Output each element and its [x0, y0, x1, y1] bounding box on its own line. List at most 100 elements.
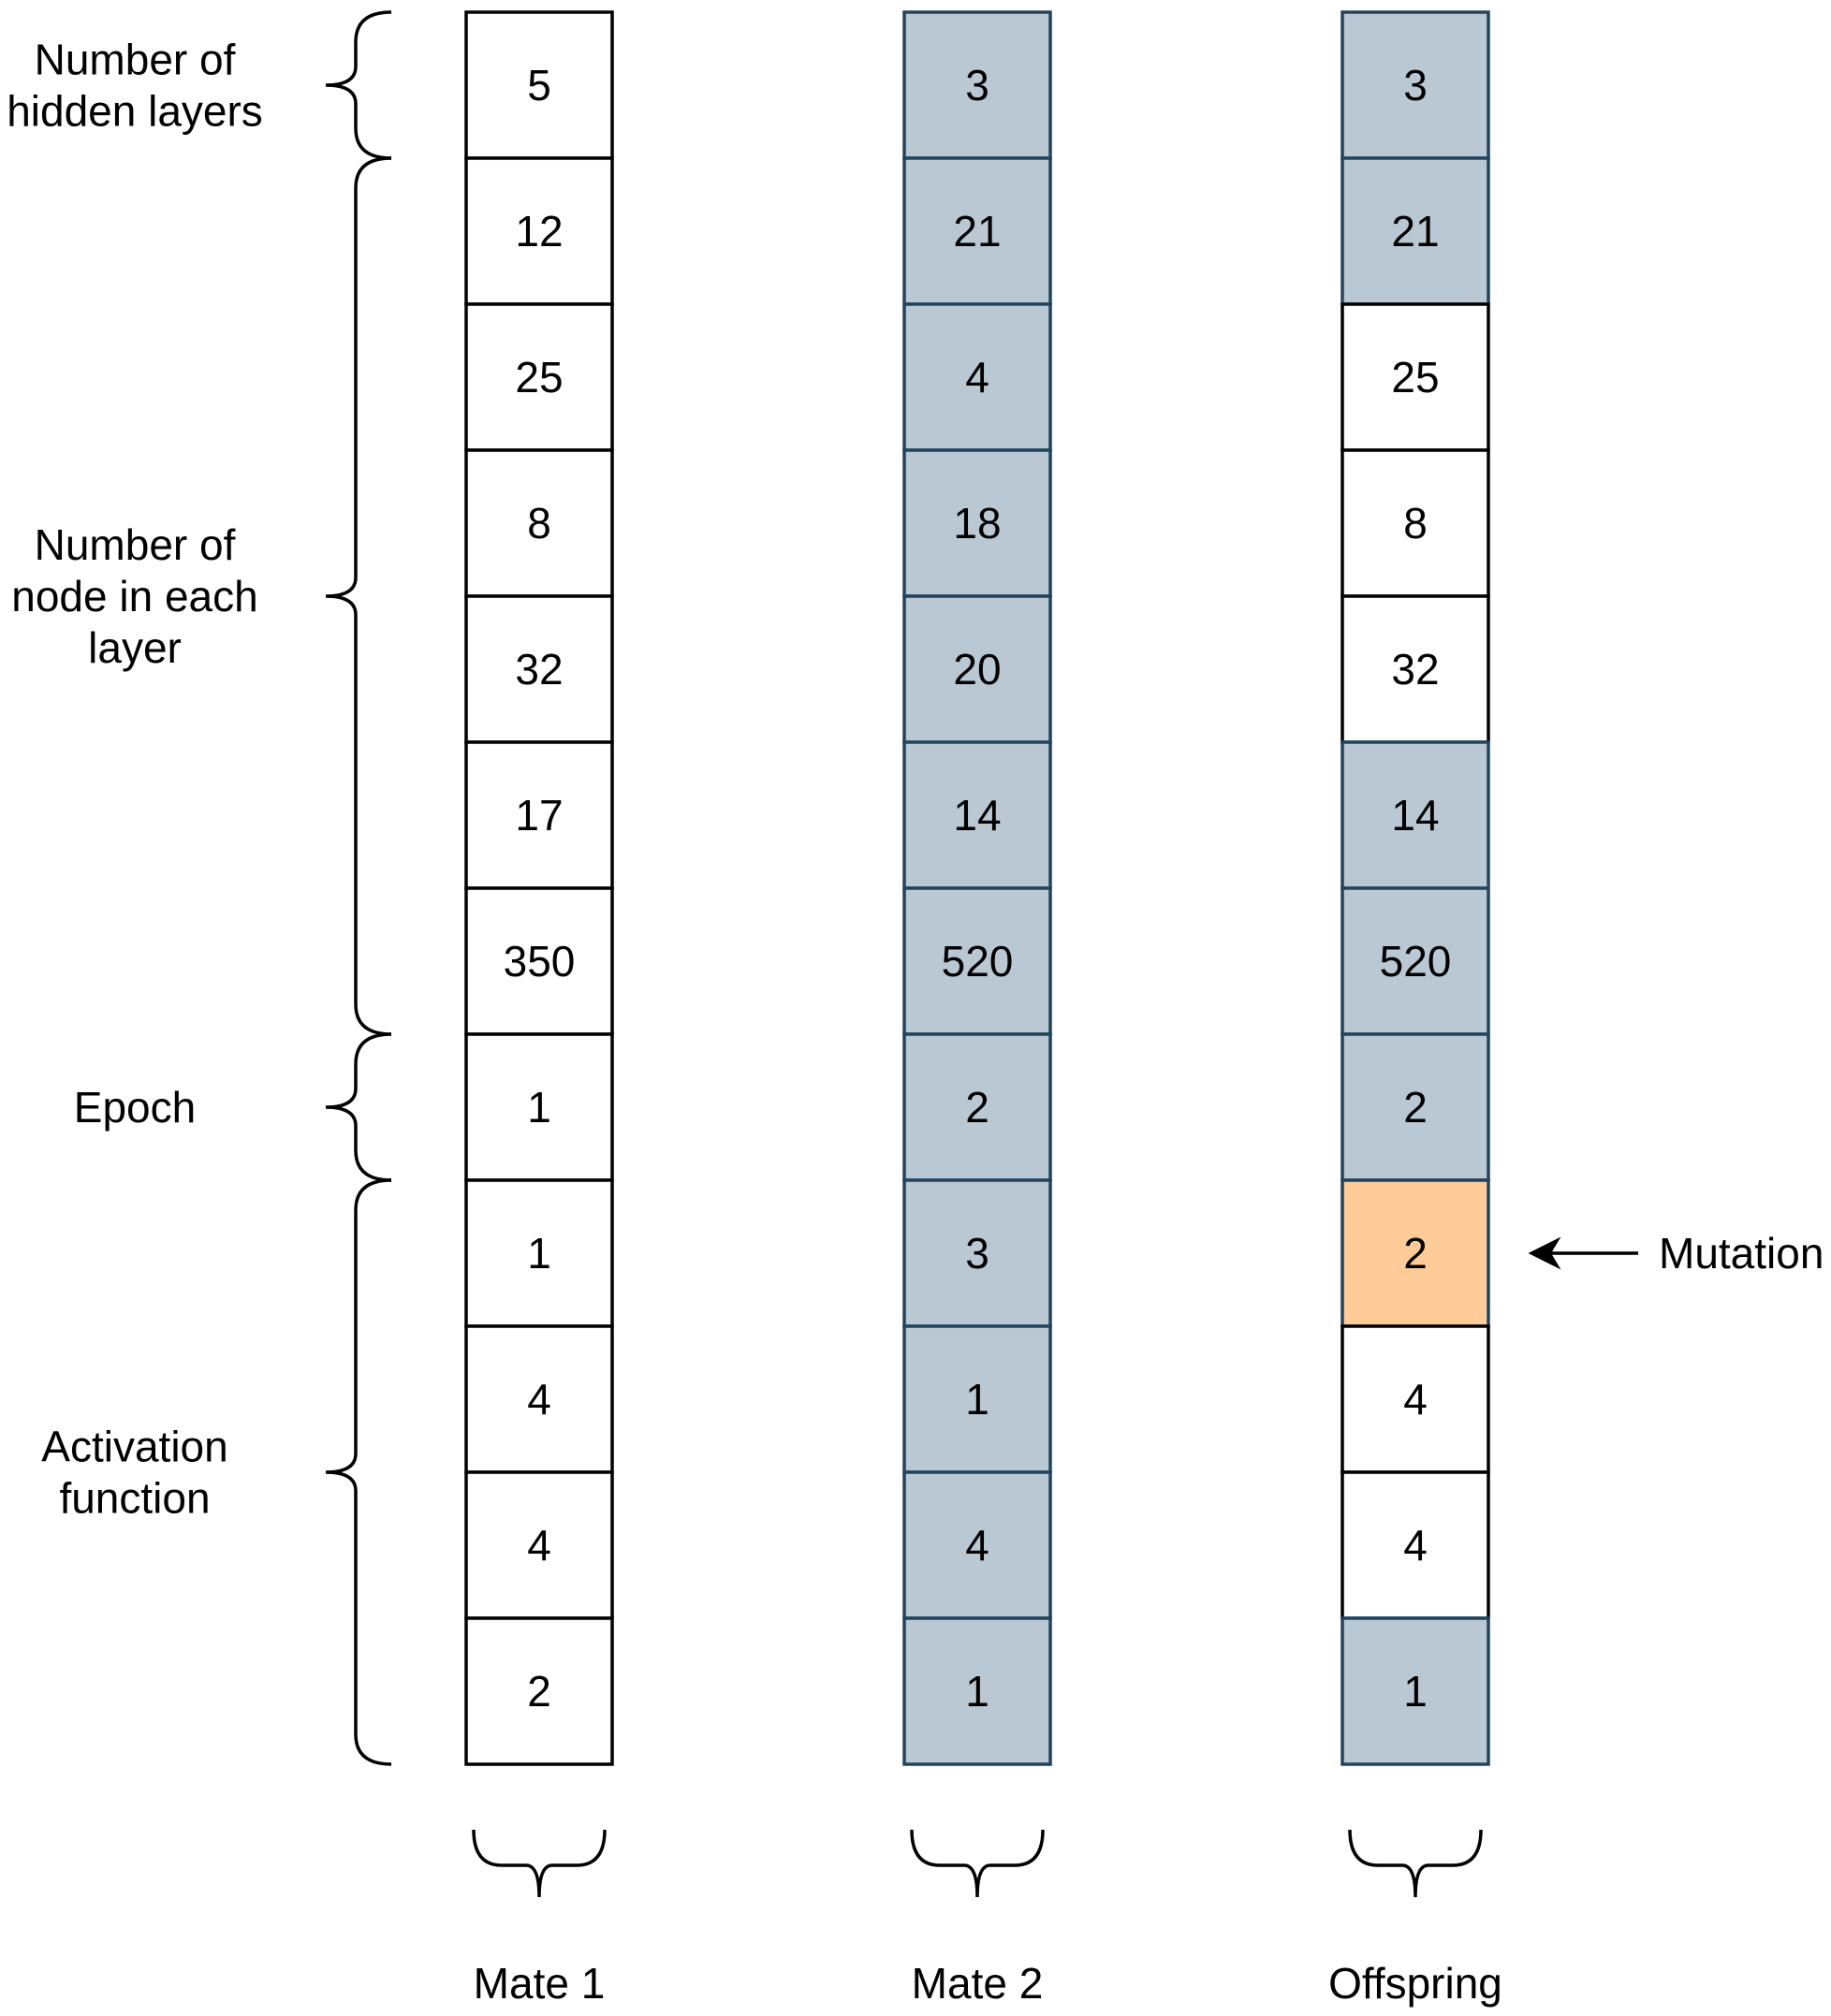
gene-cell: 4 — [902, 302, 1052, 452]
gene-value: 17 — [515, 791, 563, 840]
gene-cell: 14 — [902, 740, 1052, 890]
gene-value: 8 — [1403, 499, 1428, 548]
gene-cell: 1 — [464, 1178, 614, 1328]
gene-value: 4 — [965, 1521, 989, 1570]
gene-cell: 3 — [902, 1178, 1052, 1328]
gene-cell: 520 — [1340, 886, 1490, 1036]
gene-cell: 2 — [464, 1616, 614, 1766]
gene-value: 4 — [1403, 1521, 1428, 1570]
gene-cell-box — [902, 1616, 1052, 1766]
column-brace — [910, 1829, 1045, 1898]
gene-cell-box — [1340, 740, 1490, 890]
gene-cell: 32 — [1340, 594, 1490, 744]
group-brace — [325, 1178, 392, 1766]
gene-cell-box — [902, 594, 1052, 744]
gene-value: 4 — [527, 1521, 551, 1570]
gene-cell-box — [1340, 1178, 1490, 1328]
gene-value: 21 — [953, 207, 1001, 256]
gene-cell: 4 — [902, 1470, 1052, 1620]
gene-value: 3 — [965, 61, 989, 110]
gene-cell: 3 — [902, 10, 1052, 160]
gene-value: 2 — [1403, 1083, 1428, 1132]
gene-cell: 2 — [902, 1032, 1052, 1182]
gene-value: 1 — [1403, 1667, 1428, 1716]
gene-cell: 520 — [902, 886, 1052, 1036]
gene-cell: 18 — [902, 448, 1052, 598]
gene-cell-box — [464, 1324, 614, 1474]
gene-value: 32 — [1391, 645, 1439, 694]
gene-value: 520 — [1380, 937, 1452, 986]
gene-cell: 350 — [464, 886, 614, 1036]
gene-cell-box — [1340, 1616, 1490, 1766]
gene-value: 350 — [504, 937, 576, 986]
gene-value: 32 — [515, 645, 563, 694]
gene-value: 2 — [965, 1083, 989, 1132]
column-brace — [1348, 1829, 1483, 1898]
gene-cell: 20 — [902, 594, 1052, 744]
group-label-line: Activation — [41, 1423, 227, 1471]
group-label-line: Number of — [35, 520, 236, 569]
gene-cell: 4 — [1340, 1470, 1490, 1620]
gene-cell-box — [1340, 886, 1490, 1036]
gene-cell-box — [464, 10, 614, 160]
gene-cell: 2 — [1340, 1178, 1490, 1328]
gene-cell-box — [464, 740, 614, 890]
gene-cell-box — [902, 1032, 1052, 1182]
gene-cell: 4 — [464, 1324, 614, 1474]
gene-cell-box — [902, 1470, 1052, 1620]
column-brace — [472, 1829, 607, 1898]
gene-cell-box — [902, 1324, 1052, 1474]
group-brace — [325, 1032, 392, 1182]
gene-value: 1 — [965, 1375, 989, 1424]
gene-value: 21 — [1391, 207, 1439, 256]
gene-cell-box — [902, 156, 1052, 306]
gene-value: 520 — [942, 937, 1014, 986]
group-label-line: function — [59, 1474, 210, 1523]
gene-cell-box — [902, 886, 1052, 1036]
gene-value: 1 — [527, 1083, 551, 1132]
gene-value: 1 — [527, 1229, 551, 1278]
gene-value: 2 — [527, 1667, 551, 1716]
gene-value: 20 — [953, 645, 1001, 694]
chromosome-name: Mate 1 — [474, 1959, 606, 2008]
gene-cell: 12 — [464, 156, 614, 306]
gene-value: 4 — [527, 1375, 551, 1424]
gene-value: 3 — [965, 1229, 989, 1278]
gene-cell: 1 — [902, 1616, 1052, 1766]
chromosome-name: Offspring — [1328, 1959, 1502, 2008]
gene-cell-box — [1340, 594, 1490, 744]
gene-cell: 8 — [1340, 448, 1490, 598]
group-label-line: Number of — [35, 36, 236, 84]
gene-cell-box — [1340, 302, 1490, 452]
group-label-line: node in each — [11, 572, 257, 621]
gene-cell: 14 — [1340, 740, 1490, 890]
gene-value: 4 — [965, 353, 989, 402]
gene-cell: 4 — [464, 1470, 614, 1620]
gene-value: 18 — [953, 499, 1001, 548]
gene-cell: 5 — [464, 10, 614, 160]
gene-cell-box — [1340, 448, 1490, 598]
gene-value: 25 — [1391, 353, 1439, 402]
gene-value: 3 — [1403, 61, 1428, 110]
gene-cell: 4 — [1340, 1324, 1490, 1474]
gene-cell: 1 — [1340, 1616, 1490, 1766]
gene-value: 1 — [965, 1667, 989, 1716]
gene-cell: 8 — [464, 448, 614, 598]
gene-cell: 1 — [902, 1324, 1052, 1474]
gene-cell-box — [1340, 156, 1490, 306]
gene-value: 8 — [527, 499, 551, 548]
gene-value: 25 — [515, 353, 563, 402]
group-brace — [325, 10, 392, 160]
gene-cell-box — [464, 448, 614, 598]
gene-cell: 32 — [464, 594, 614, 744]
gene-cell: 21 — [902, 156, 1052, 306]
group-brace — [325, 156, 392, 1036]
